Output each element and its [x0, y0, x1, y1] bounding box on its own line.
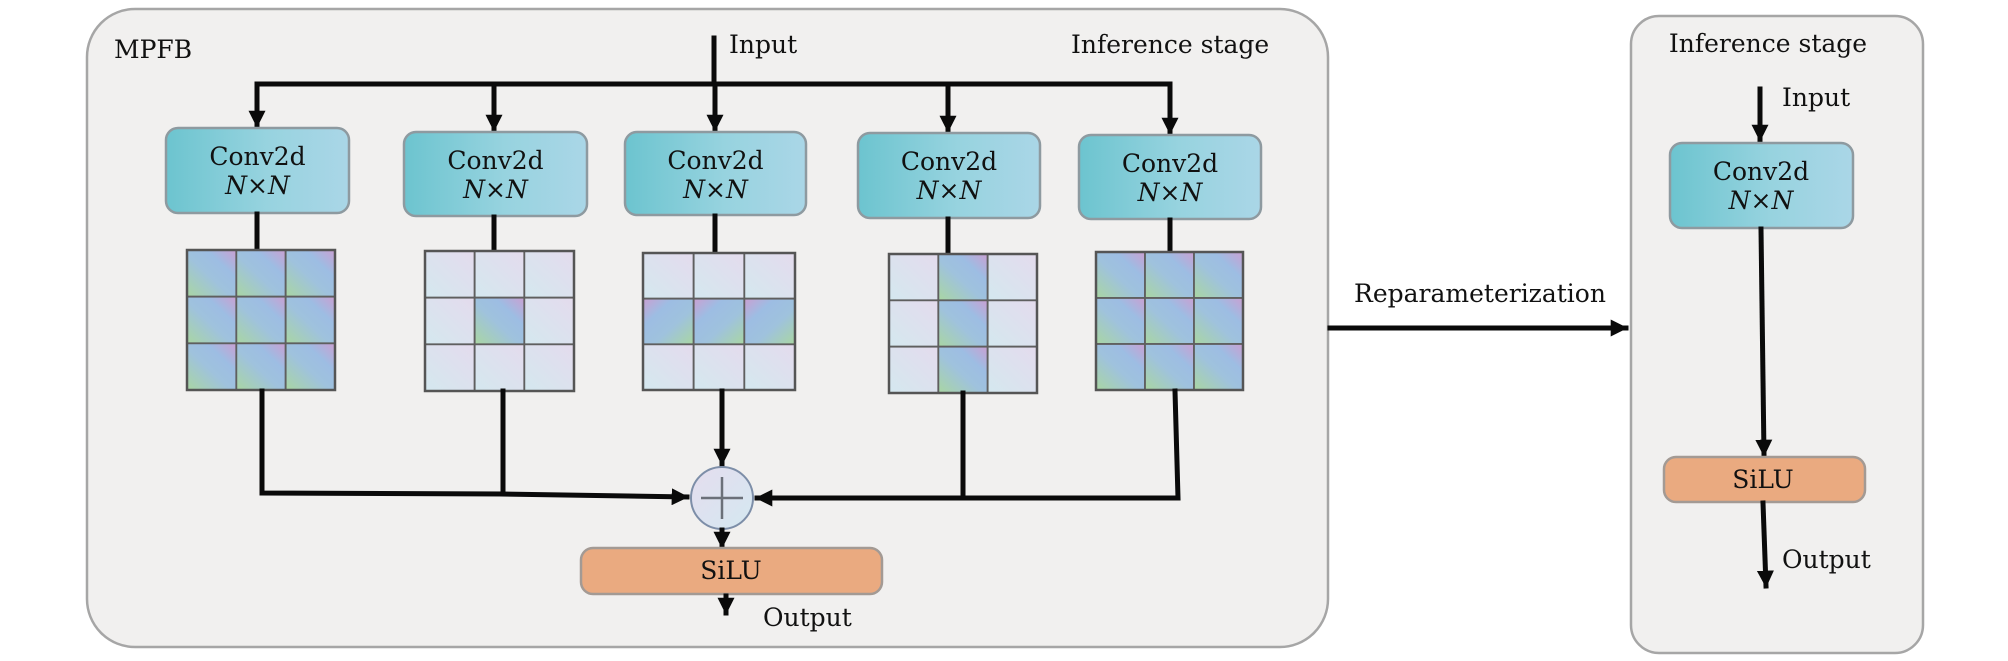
reparameterization-transition: Reparameterization — [1327, 279, 1629, 337]
kernel-cell-active — [692, 297, 746, 346]
inference-panel: Inference stage Input Conv2d N×N SiLU Ou… — [1629, 14, 1925, 655]
kernel-cell-inactive — [523, 343, 575, 392]
right-kernel-label: N×N — [1728, 186, 1795, 215]
kernel-size-label: N×N — [682, 175, 749, 204]
left-silu-label: SiLU — [700, 556, 761, 585]
conv-to-silu-arrow — [1755, 226, 1773, 458]
kernel-cell-active — [1144, 297, 1195, 345]
kernel-size-label: N×N — [1137, 178, 1204, 207]
sum-node — [690, 466, 754, 530]
kernel-cell-inactive — [986, 299, 1038, 348]
kernel-cell-active — [1095, 251, 1146, 299]
kernel-size-label: N×N — [916, 176, 983, 205]
left-stage-label: Inference stage — [1071, 30, 1269, 59]
kernel-cell-active — [937, 299, 989, 348]
conv-label: Conv2d — [209, 142, 305, 171]
kernel-grid — [423, 249, 576, 393]
kernel-cell-inactive — [888, 345, 940, 394]
kernel-cell-active — [186, 342, 238, 391]
kernel-cell-inactive — [743, 252, 796, 300]
mpfb-title: MPFB — [114, 35, 192, 64]
kernel-cell-active — [1095, 297, 1146, 345]
kernel-grid — [185, 248, 337, 392]
branch-group: Conv2dN×NConv2dN×NConv2dN×NConv2dN×NConv… — [164, 81, 1263, 395]
kernel-cell-inactive — [523, 250, 575, 299]
kernel-cell-inactive — [473, 343, 526, 392]
kernel-grid — [887, 252, 1039, 395]
kernel-grid-frame — [423, 249, 576, 393]
collector-wire-left — [259, 388, 506, 497]
kernel-grid — [1094, 250, 1245, 392]
kernel-grid — [641, 251, 797, 392]
inference-panel-frame — [1629, 14, 1925, 655]
kernel-cell-active — [186, 249, 238, 298]
left-input-label: Input — [729, 30, 797, 59]
kernel-cell-inactive — [888, 299, 940, 348]
mpfb-panel: MPFB Inference stage Input Conv2dN×NConv… — [85, 7, 1330, 649]
right-conv-label: Conv2d — [1713, 157, 1809, 186]
left-silu-block: SiLU — [579, 546, 884, 596]
right-conv-block: Conv2d N×N — [1668, 141, 1855, 230]
kernel-grid-frame — [1094, 250, 1245, 392]
kernel-cell-active — [473, 296, 526, 346]
reparameterization-label: Reparameterization — [1354, 279, 1606, 308]
kernel-cell-inactive — [424, 343, 476, 392]
kernel-cell-active — [284, 249, 336, 298]
kernel-cell-active — [937, 345, 989, 394]
kernel-cell-active — [235, 342, 287, 391]
kernel-cell-inactive — [743, 343, 796, 391]
kernel-cell-active — [186, 295, 238, 345]
kernel-size-label: N×N — [462, 175, 529, 204]
right-output-label: Output — [1782, 545, 1871, 574]
kernel-cell-active — [1095, 343, 1146, 391]
kernel-grid-frame — [641, 251, 797, 392]
kernel-cell-active — [1193, 343, 1244, 391]
kernel-cell-active — [937, 253, 989, 302]
left-output-label: Output — [763, 603, 852, 632]
kernel-cell-active — [1193, 297, 1244, 345]
left-sum-input-arrow — [500, 488, 690, 506]
kernel-cell-active — [642, 297, 695, 346]
kernel-cell-inactive — [986, 345, 1038, 394]
conv-label: Conv2d — [447, 146, 543, 175]
kernel-cell-active — [235, 249, 287, 298]
conv-label: Conv2d — [901, 147, 997, 176]
kernel-cell-active — [284, 295, 336, 345]
collector-wire-right — [960, 388, 1181, 501]
kernel-cell-inactive — [642, 252, 695, 300]
kernel-cell-inactive — [888, 253, 940, 302]
kernel-cell-active — [1144, 251, 1195, 299]
kernel-cell-active — [743, 297, 796, 346]
kernel-cell-active — [284, 342, 336, 391]
kernel-cell-inactive — [692, 343, 746, 391]
kernel-cell-active — [1144, 343, 1195, 391]
right-stage-label: Inference stage — [1669, 29, 1867, 58]
kernel-cell-inactive — [692, 252, 746, 300]
kernel-cell-inactive — [642, 343, 695, 391]
kernel-size-label: N×N — [224, 171, 291, 200]
kernel-cell-inactive — [523, 296, 575, 346]
left-silu-box — [579, 546, 884, 596]
kernel-cell-active — [235, 295, 287, 345]
right-silu-label: SiLU — [1732, 465, 1793, 494]
conv-label: Conv2d — [1122, 149, 1218, 178]
conv-label: Conv2d — [667, 146, 763, 175]
kernel-cell-inactive — [424, 250, 476, 299]
kernel-cell-inactive — [986, 253, 1038, 302]
kernel-cell-inactive — [473, 250, 526, 299]
right-input-label: Input — [1782, 83, 1850, 112]
kernel-cell-active — [1193, 251, 1244, 299]
right-silu-block: SiLU — [1662, 455, 1867, 504]
right-output-arrow — [1756, 500, 1774, 589]
kernel-cell-inactive — [424, 296, 476, 346]
